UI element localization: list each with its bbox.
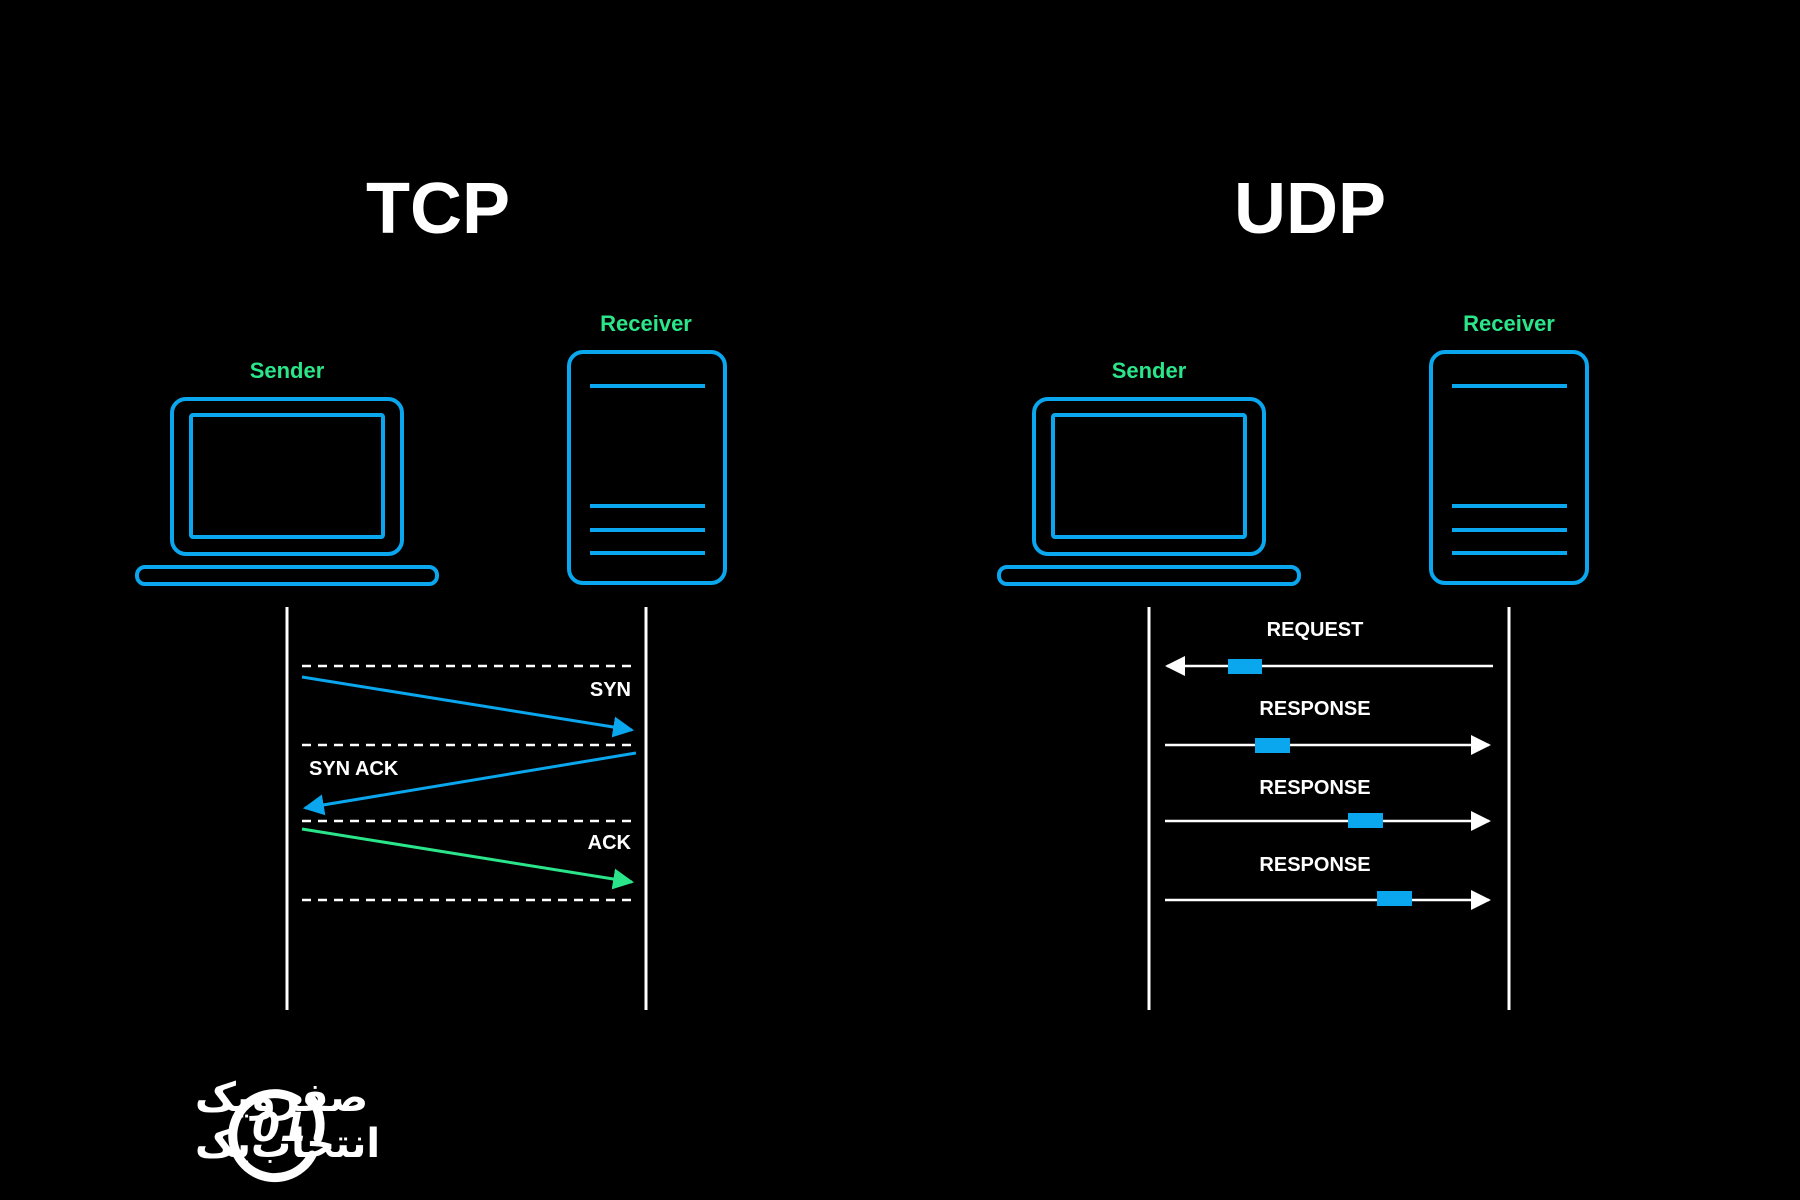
udp-sender-laptop-icon xyxy=(997,397,1301,586)
udp-response-packet-1 xyxy=(1255,738,1290,753)
udp-title: UDP xyxy=(1234,169,1386,249)
tcp-sender-laptop-icon xyxy=(135,397,439,586)
logo-mark-icon: 01 xyxy=(228,1089,325,1183)
tcp-ack-arrow xyxy=(301,827,635,890)
tcp-sender-label: Sender xyxy=(250,358,325,383)
udp-request-packet xyxy=(1228,659,1262,674)
logo-mark-text: 01 xyxy=(252,1105,308,1151)
udp-request-label: REQUEST xyxy=(1267,619,1364,641)
udp-response-packet-3 xyxy=(1377,891,1412,906)
tcp-ack-label: ACK xyxy=(588,832,632,854)
brand-logo: صفرویک انتخاب‌یک 01 xyxy=(195,1075,380,1183)
udp-response-packet-2 xyxy=(1348,813,1383,828)
udp-response-label-2: RESPONSE xyxy=(1259,777,1370,799)
udp-sender-label: Sender xyxy=(1112,358,1187,383)
tcp-syn-ack-arrow xyxy=(302,751,637,816)
tcp-dashed-separators xyxy=(302,664,632,902)
udp-receiver-label: Receiver xyxy=(1463,311,1555,336)
tcp-receiver-server-icon xyxy=(567,350,727,585)
tcp-syn-ack-label: SYN ACK xyxy=(309,758,399,780)
udp-response-label-3: RESPONSE xyxy=(1259,854,1370,876)
tcp-title: TCP xyxy=(366,169,510,249)
tcp-syn-arrow xyxy=(301,675,635,738)
logo-line-2: انتخاب‌یک xyxy=(195,1121,380,1167)
udp-receiver-server-icon xyxy=(1429,350,1589,585)
tcp-syn-label: SYN xyxy=(590,679,631,701)
tcp-panel: TCP Sender Receiver xyxy=(135,169,727,1010)
tcp-receiver-label: Receiver xyxy=(600,311,692,336)
udp-response-label-1: RESPONSE xyxy=(1259,698,1370,720)
udp-panel: UDP Sender Receiver REQUEST RESPONSE xyxy=(997,169,1589,1010)
